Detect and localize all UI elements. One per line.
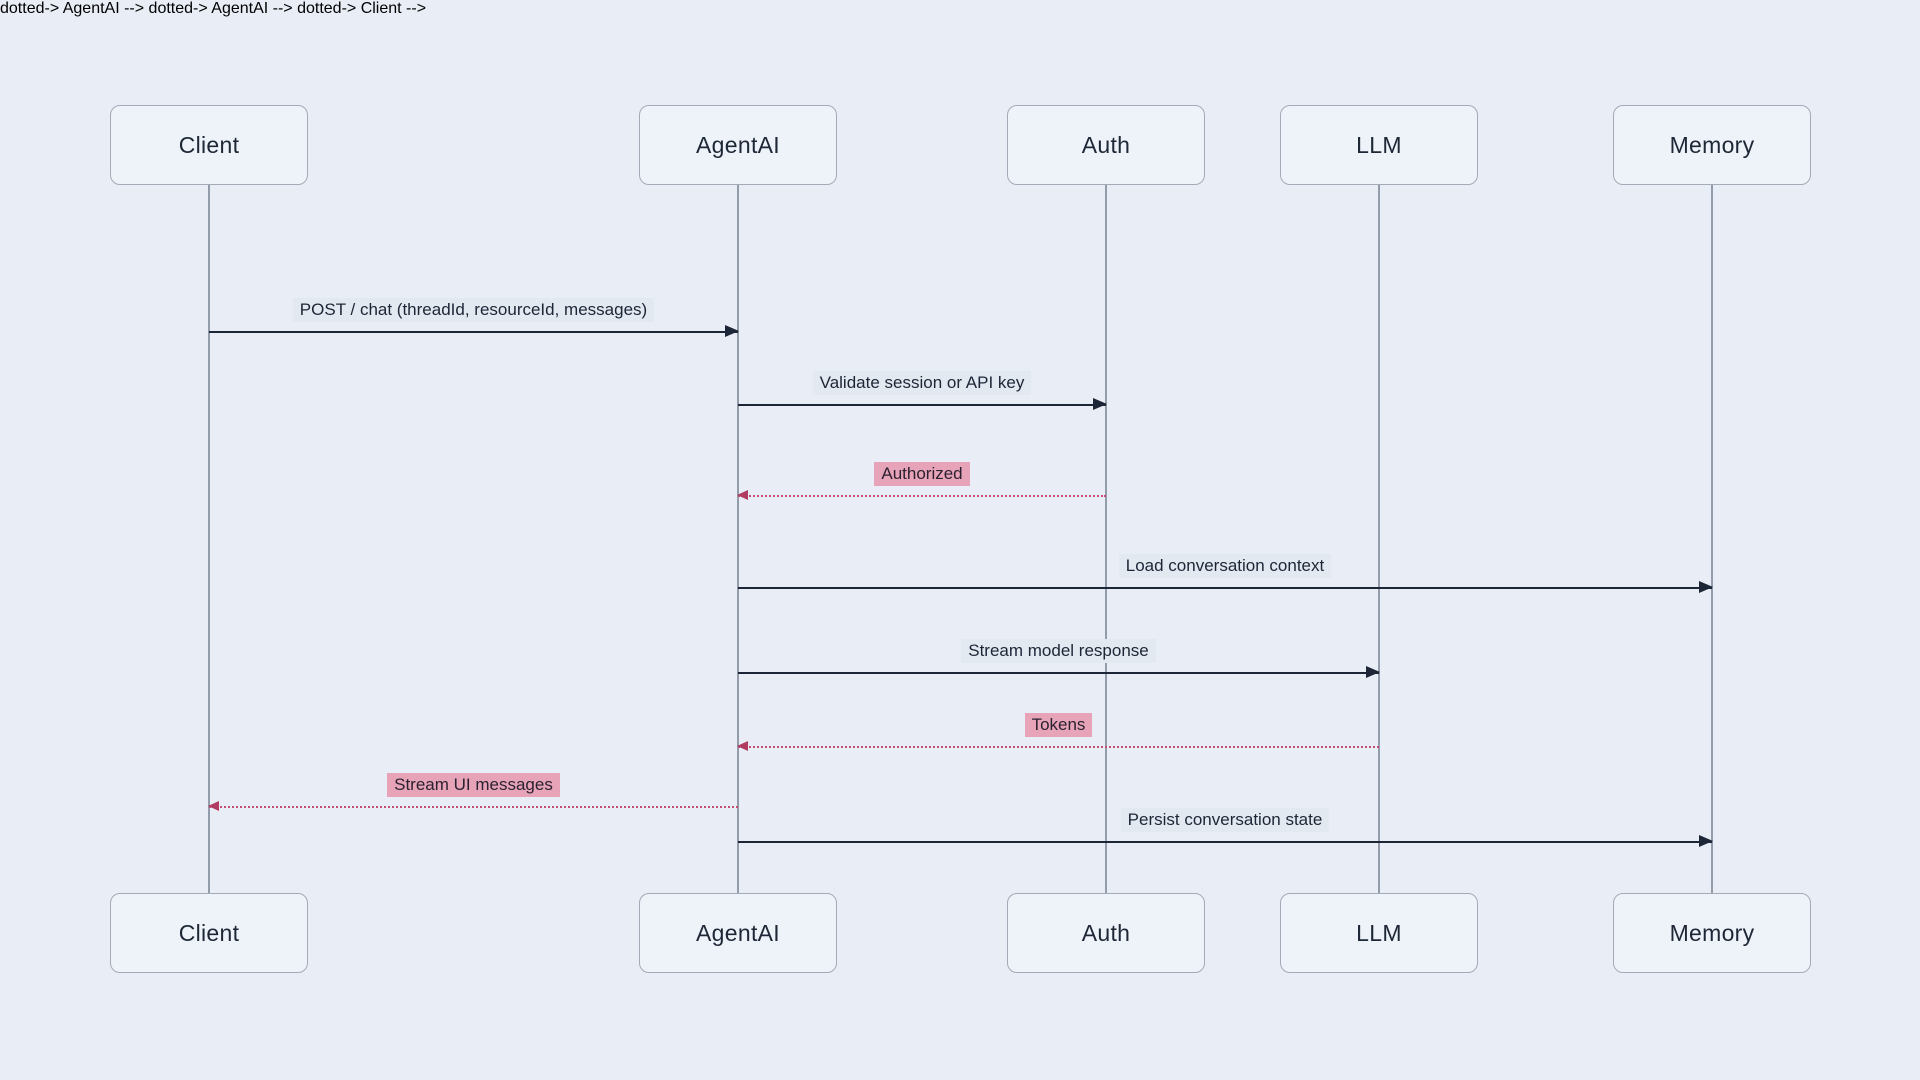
message-arrow-line	[738, 398, 1107, 410]
message-arrow-line	[738, 666, 1380, 678]
lifeline-agentai	[737, 185, 739, 893]
actor-bottom-auth: Auth	[1007, 893, 1205, 973]
message-authorized: Authorized	[737, 457, 1106, 500]
actor-bottom-memory: Memory	[1613, 893, 1811, 973]
lifeline-memory	[1711, 185, 1713, 893]
actor-label: AgentAI	[696, 131, 780, 158]
message-return-line	[737, 490, 1106, 500]
arrowhead-left-icon	[737, 741, 748, 751]
arrowhead-right-icon	[1699, 581, 1713, 593]
message-stream-ui-messages: Stream UI messages	[208, 768, 738, 811]
actor-label: Client	[178, 131, 240, 158]
message-label: POST / chat (threadId, resourceId, messa…	[209, 298, 738, 322]
actor-label: Memory	[1669, 919, 1755, 946]
message-return-line	[208, 801, 738, 811]
arrowhead-right-icon	[1699, 835, 1713, 847]
arrowhead-left-icon	[208, 801, 219, 811]
message-tokens: Tokens	[737, 708, 1379, 751]
message-stream-model-response: Stream model response	[738, 634, 1380, 678]
actor-label: AgentAI	[696, 919, 780, 946]
message-label: Validate session or API key	[738, 371, 1106, 395]
message-arrow-line	[738, 835, 1713, 847]
actor-label: LLM	[1356, 131, 1402, 158]
actor-bottom-llm: LLM	[1280, 893, 1478, 973]
actor-label: Auth	[1081, 131, 1131, 158]
actor-top-agentai: AgentAI	[639, 105, 837, 185]
actor-top-llm: LLM	[1280, 105, 1478, 185]
message-post-chat: POST / chat (threadId, resourceId, messa…	[209, 293, 739, 337]
arrowhead-right-icon	[1093, 398, 1107, 410]
actor-label: Client	[178, 919, 240, 946]
message-validate-session: Validate session or API key	[738, 366, 1107, 410]
lifeline-auth	[1105, 185, 1107, 893]
message-arrow-line	[209, 325, 739, 337]
message-label: Stream UI messages	[209, 773, 738, 797]
arrowhead-right-icon	[725, 325, 739, 337]
message-label: Persist conversation state	[738, 808, 1712, 832]
actor-top-memory: Memory	[1613, 105, 1811, 185]
actor-bottom-client: Client	[110, 893, 308, 973]
actor-bottom-agentai: AgentAI	[639, 893, 837, 973]
actor-top-auth: Auth	[1007, 105, 1205, 185]
message-label: Load conversation context	[738, 554, 1712, 578]
actor-label: Memory	[1669, 131, 1755, 158]
actor-top-client: Client	[110, 105, 308, 185]
message-label: Authorized	[738, 462, 1106, 486]
message-return-line	[737, 741, 1379, 751]
actor-label: Auth	[1081, 919, 1131, 946]
message-label: Tokens	[738, 713, 1379, 737]
message-label: Stream model response	[738, 639, 1379, 663]
message-arrow-line	[738, 581, 1713, 593]
actor-label: LLM	[1356, 919, 1402, 946]
arrowhead-left-icon	[737, 490, 748, 500]
arrowhead-right-icon	[1366, 666, 1380, 678]
message-load-context: Load conversation context	[738, 549, 1713, 593]
message-persist-state: Persist conversation state	[738, 803, 1713, 847]
lifeline-llm	[1378, 185, 1380, 893]
lifeline-client	[208, 185, 210, 893]
